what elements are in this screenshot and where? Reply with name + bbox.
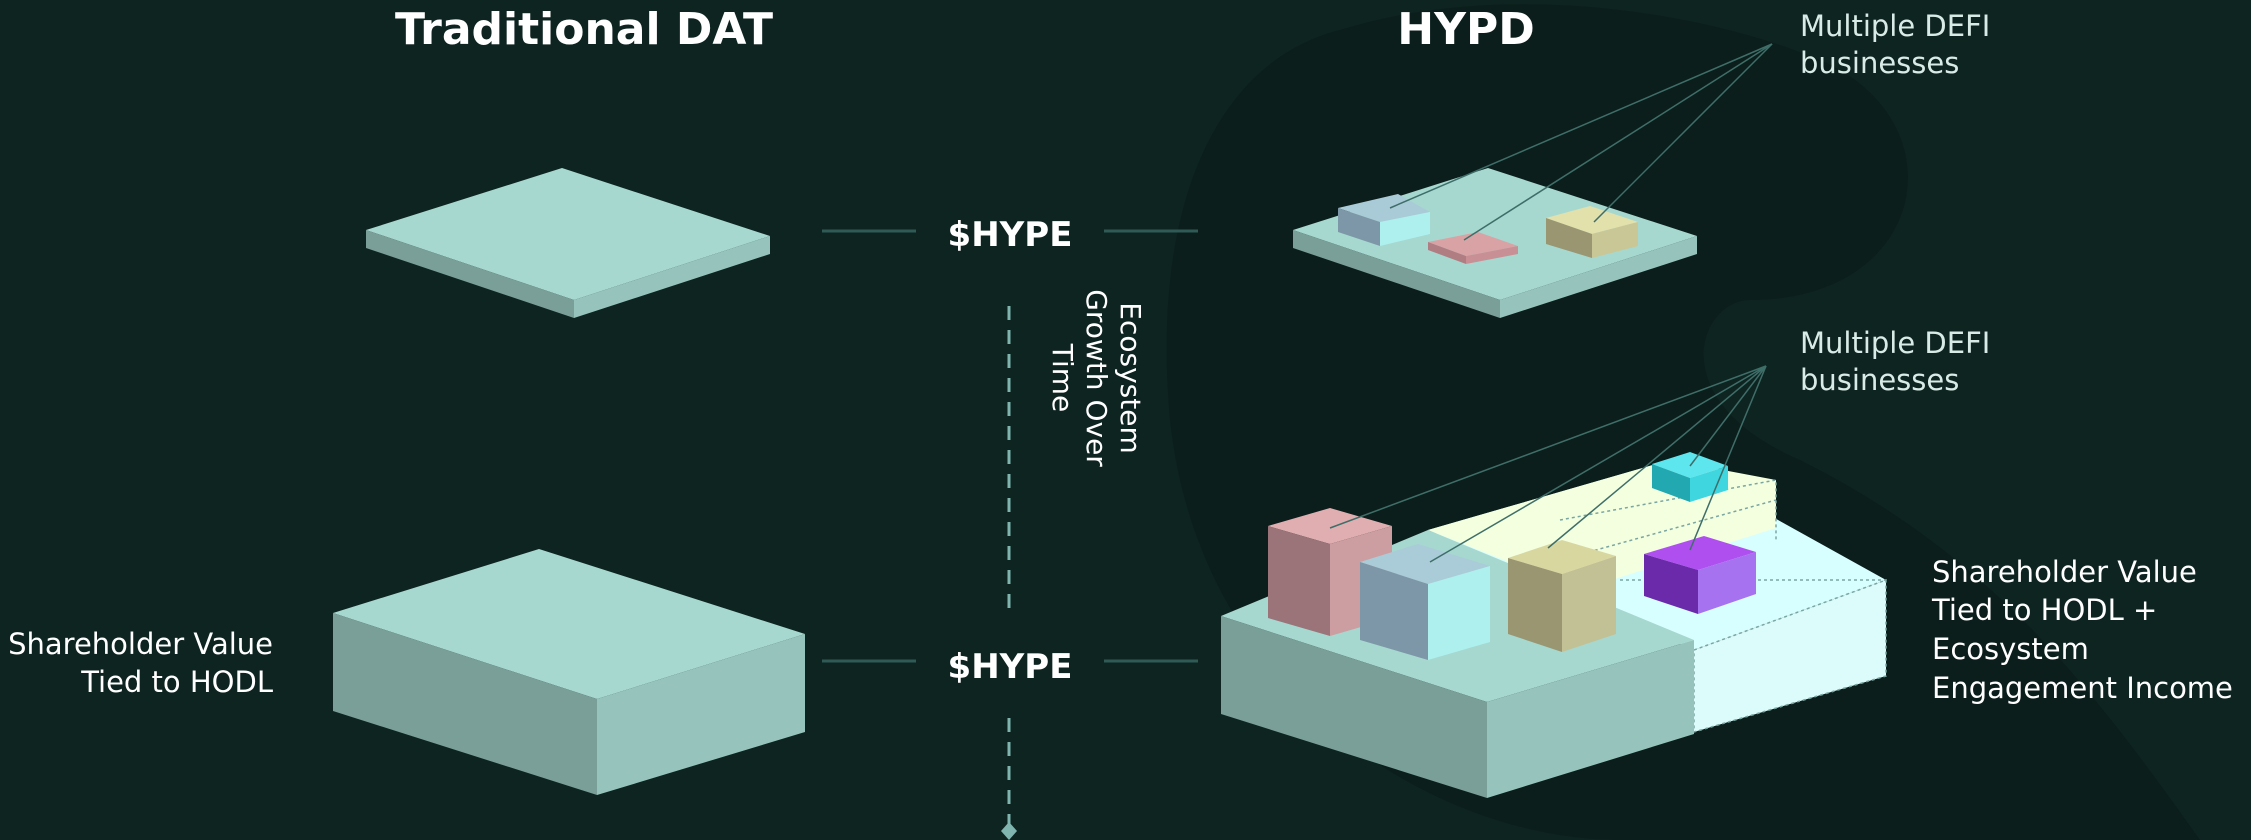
left-description-line-2: Tied to HODL (80, 665, 273, 699)
right-description-line-2: Tied to HODL + (1931, 593, 2157, 627)
callout-top-line-1: Multiple DEFI (1800, 9, 1990, 43)
traditional-dat-thin-platform (366, 168, 770, 318)
growth-label: Ecosystem Growth Over Time (1046, 289, 1147, 467)
defi-business-block-khaki-small (1546, 206, 1638, 258)
defi-business-block-pink-small (1428, 232, 1518, 264)
left-description-line-1: Shareholder Value (8, 627, 273, 661)
right-description-line-4: Engagement Income (1932, 671, 2233, 705)
right-description-line-1: Shareholder Value (1932, 555, 2197, 589)
right-description-line-3: Ecosystem (1932, 632, 2089, 666)
callout-lines-top (1389, 43, 1773, 241)
heading-hypd: HYPD (1397, 4, 1534, 55)
token-label-bottom: $HYPE (948, 647, 1073, 687)
defi-business-block-blue (1360, 544, 1490, 660)
growth-arrow-diamond (1001, 822, 1017, 840)
callout-lines-bottom (1329, 365, 1767, 563)
callout-bottom-line-2: businesses (1800, 363, 1959, 397)
growth-label-line-2: Growth Over (1080, 289, 1113, 467)
defi-business-block-khaki (1508, 540, 1616, 652)
callout-bottom-line-1: Multiple DEFI (1800, 326, 1990, 360)
growth-label-line-3: Time (1046, 343, 1079, 413)
heading-traditional-dat: Traditional DAT (395, 4, 773, 55)
defi-business-block-purple (1644, 536, 1756, 614)
token-label-top: $HYPE (948, 215, 1073, 255)
growth-label-line-1: Ecosystem (1114, 302, 1147, 453)
callout-top-line-2: businesses (1800, 46, 1959, 80)
traditional-dat-thick-platform (333, 549, 805, 795)
